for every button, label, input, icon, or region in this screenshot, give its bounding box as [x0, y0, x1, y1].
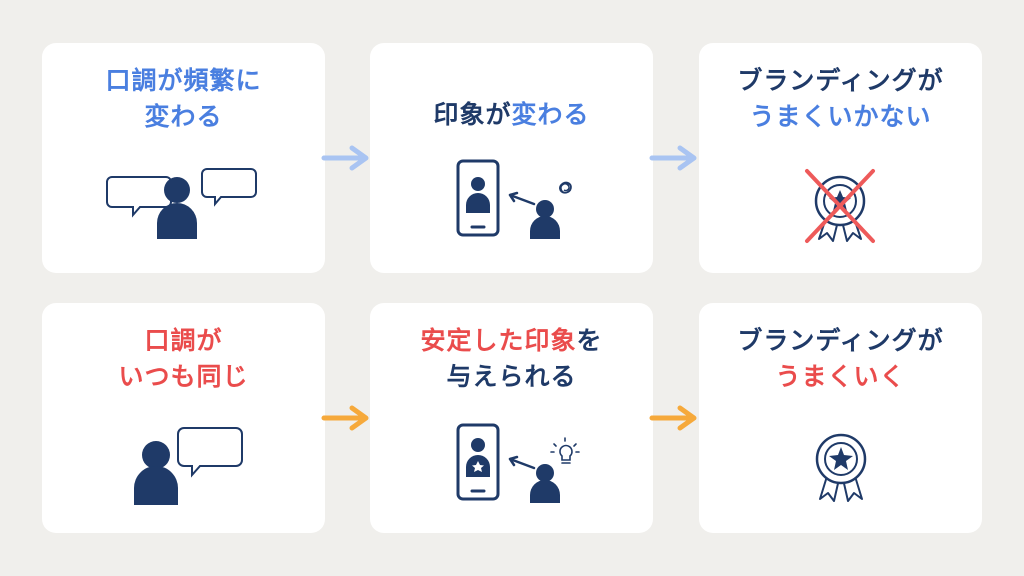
title-highlight: 変わる: [511, 100, 590, 129]
arrow-icon: [508, 455, 536, 470]
title-line: 安定した印象を: [420, 323, 602, 359]
arrow-right-icon: [321, 145, 369, 171]
star-icon: [472, 461, 484, 472]
title-line: ブランディングが: [737, 326, 944, 355]
card-branding-succeeds: ブランディングが うまくいく: [699, 303, 982, 533]
title-line: 変わる: [144, 102, 223, 131]
title-line: 与えられる: [446, 362, 577, 391]
speech-bubble-icon: [106, 176, 172, 218]
card-impression-changes: 印象が変わる: [370, 43, 653, 273]
card-title: 印象が変わる: [370, 43, 653, 187]
card-title: ブランディングが うまくいかない: [699, 43, 982, 155]
card-tone-consistent: 口調が いつも同じ: [42, 303, 325, 533]
smartphone-icon: [456, 159, 500, 237]
card-title: 口調が頻繁に 変わる: [42, 43, 325, 155]
award-medal-icon: [814, 175, 866, 242]
person-icon: [157, 177, 197, 239]
card-title: ブランディングが うまくいく: [699, 303, 982, 415]
title-line: いつも同じ: [118, 362, 249, 391]
person-icon: [530, 200, 560, 239]
card-branding-fails: ブランディングが うまくいかない: [699, 43, 982, 273]
cross-mark-icon: [805, 169, 875, 243]
person-icon: [530, 464, 560, 503]
speech-bubble-icon: [177, 427, 243, 478]
arrow-right-icon: [649, 145, 697, 171]
star-icon: [829, 190, 851, 211]
person-icon: [134, 441, 178, 505]
arrow-right-icon: [649, 405, 697, 431]
award-medal-icon: [815, 433, 867, 502]
card-title: 安定した印象を 与えられる: [370, 303, 653, 415]
arrow-right-icon: [321, 405, 369, 431]
title-text: 印象が: [433, 100, 512, 129]
card-tone-changes: 口調が頻繁に 変わる: [42, 43, 325, 273]
speech-bubbles-illustration: [106, 168, 257, 239]
title-line: 印象が変わる: [433, 97, 589, 133]
title-line: うまくいく: [775, 362, 906, 391]
arrow-icon: [508, 191, 536, 206]
card-stable-impression: 安定した印象を 与えられる: [370, 303, 653, 533]
title-highlight: 安定した印象: [420, 326, 577, 355]
tangle-icon: [559, 181, 572, 194]
card-title: 口調が いつも同じ: [42, 303, 325, 415]
person-icon: [466, 177, 490, 213]
title-line: ブランディングが: [737, 66, 944, 95]
failed-award-illustration: [805, 169, 875, 243]
phone-person-star-illustration: [456, 423, 580, 503]
title-line: 口調が: [144, 326, 223, 355]
title-text: を: [576, 326, 603, 355]
title-line: うまくいかない: [749, 102, 932, 131]
speech-bubble-icon: [201, 168, 257, 207]
phone-person-illustration: [456, 159, 572, 239]
title-line: 口調が頻繁に: [105, 66, 262, 95]
award-illustration: [815, 433, 867, 502]
person-speech-illustration: [134, 427, 243, 505]
smartphone-icon: [456, 423, 500, 501]
lightbulb-icon: [550, 437, 580, 464]
star-icon: [829, 447, 853, 470]
